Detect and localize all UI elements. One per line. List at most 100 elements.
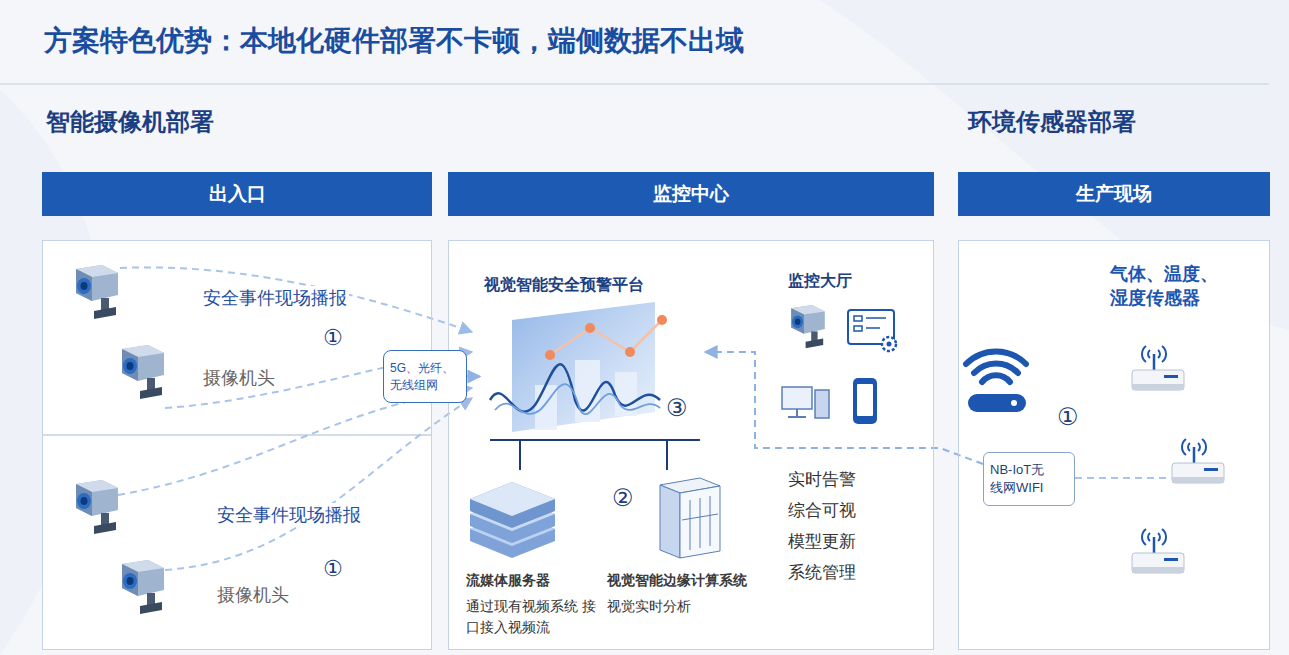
section-heading: 智能摄像机部署 xyxy=(46,106,214,138)
monitor-hall-icons xyxy=(782,387,812,409)
section-heading: 环境传感器部署 xyxy=(968,106,1136,138)
page-title: 方案特色优势：本地化硬件部署不卡顿，端侧数据不出域 xyxy=(44,22,744,60)
monitor-hall-icons xyxy=(788,416,806,418)
monitor-hall-icons xyxy=(853,378,877,424)
sensor-link xyxy=(1075,477,1166,479)
camera-icon xyxy=(76,265,164,614)
panel-divider xyxy=(42,434,432,436)
camera-link xyxy=(118,267,472,570)
panel-ground xyxy=(958,240,1270,650)
sensor-router-icon xyxy=(1132,529,1184,573)
server-box: 流媒体服务器通过现有视频系统 接口接入视频流 xyxy=(460,470,600,635)
node-title: 监控大厅 xyxy=(788,270,907,292)
node-text: 模型更新 xyxy=(788,526,907,557)
monitor-hall-icons xyxy=(815,390,829,418)
edge-compute-box: 视觉智能边缘计算系统视觉实时分析 xyxy=(603,470,781,625)
wifi-icon xyxy=(974,363,1018,373)
platform-illustration xyxy=(657,315,667,325)
panel-ground xyxy=(448,240,934,650)
platform-illustration xyxy=(545,350,555,360)
monitor-hall-icons xyxy=(866,327,880,329)
camera-icon xyxy=(76,265,118,319)
connector xyxy=(467,376,480,378)
node-text: 视觉实时分析 xyxy=(607,596,781,617)
platform-illustration xyxy=(495,384,660,414)
callout-number: ③ xyxy=(666,394,688,422)
node-title: 5G、光纤、无线组网 xyxy=(390,360,458,394)
camera-icon xyxy=(122,345,164,399)
monitor-hall-icons xyxy=(782,305,896,424)
monitor-hall-icons xyxy=(796,409,798,416)
sensor-router-icon xyxy=(1132,346,1184,390)
connector xyxy=(705,352,983,464)
node-title: 视觉智能安全预警平台 xyxy=(484,274,705,296)
region-header: 出入口 xyxy=(42,172,432,216)
camera-icon xyxy=(76,480,118,534)
edge-computing-icon xyxy=(660,478,720,558)
edge-computing-icon xyxy=(700,498,701,548)
streaming-server-icon xyxy=(470,482,555,516)
panel-frame xyxy=(448,240,934,650)
node-title: NB-IoT无线网WIFI xyxy=(990,461,1052,497)
callout-number: ① xyxy=(322,325,344,351)
monitor-hall-icons xyxy=(887,342,892,347)
monitor-hall-icons xyxy=(791,305,825,348)
sensor-box: 气体、温度、湿度传感器 xyxy=(1110,262,1250,322)
node-title: 气体、温度、湿度传感器 xyxy=(1110,262,1228,310)
edge-computing-icon xyxy=(710,496,711,546)
camera-link xyxy=(118,388,472,495)
camera-label: 摄像机头 xyxy=(201,366,277,390)
edge-computing-icon xyxy=(660,485,680,558)
sensor-router-icon xyxy=(1172,439,1224,483)
platform-illustration xyxy=(625,347,635,357)
node-title: 流媒体服务器 xyxy=(466,570,600,590)
network-box: 5G、光纤、无线组网 xyxy=(383,350,467,403)
node-text: 通过现有视频系统 接口接入视频流 xyxy=(466,596,596,638)
monitor-hall-icons xyxy=(866,317,886,319)
event-label: 安全事件现场播报 xyxy=(201,286,349,310)
platform-illustration xyxy=(585,323,595,333)
edge-computing-icon xyxy=(682,514,718,520)
monitor-hall-icons xyxy=(854,326,862,331)
region-panel: 监控中心视觉智能安全预警平台流媒体服务器通过现有视频系统 接口接入视频流视觉智能… xyxy=(448,172,934,650)
edge-computing-icon xyxy=(690,500,691,550)
streaming-server-icon xyxy=(470,482,555,528)
camera-label: 摄像机头 xyxy=(215,583,291,607)
camera-link xyxy=(120,267,472,332)
wifi-icon xyxy=(966,351,1026,412)
platform-illustration xyxy=(490,364,660,411)
monitor-hall-icons xyxy=(857,384,873,416)
platform-illustration xyxy=(490,302,700,440)
callout-number: ① xyxy=(1057,403,1079,431)
region-header: 监控中心 xyxy=(448,172,934,216)
callout-number: ① xyxy=(322,556,344,582)
wifi-icon xyxy=(1011,400,1017,406)
network-box: NB-IoT无线网WIFI xyxy=(983,452,1075,506)
sensor-router-icon xyxy=(1132,346,1224,573)
node-text: 系统管理 xyxy=(788,557,907,588)
platform-box: 视觉智能安全预警平台 xyxy=(480,268,705,440)
wifi-icon xyxy=(982,375,1010,382)
region-panel: 出入口 xyxy=(42,172,432,650)
title-rule xyxy=(0,83,1269,85)
panel-frame xyxy=(42,240,432,650)
connector xyxy=(666,440,668,470)
streaming-server-icon xyxy=(470,482,555,558)
connector xyxy=(519,440,521,470)
wifi-icon xyxy=(968,394,1026,412)
camera-icon xyxy=(122,560,164,614)
callout-number: ② xyxy=(612,484,634,512)
platform-illustration xyxy=(490,439,700,441)
text-wrap: 5G、光纤、无线组网 xyxy=(390,360,458,394)
node-text: 实时告警 xyxy=(788,464,907,495)
region-panel: 生产现场气体、温度、湿度传感器 xyxy=(958,172,1270,650)
text-wrap: NB-IoT无线网WIFI xyxy=(990,461,1052,497)
platform-illustration xyxy=(550,320,662,355)
monitor-hall-icons xyxy=(854,316,862,321)
monitor-hall-box: 监控大厅实时告警综合可视模型更新系统管理 xyxy=(782,270,907,580)
event-label: 安全事件现场播报 xyxy=(215,503,363,527)
